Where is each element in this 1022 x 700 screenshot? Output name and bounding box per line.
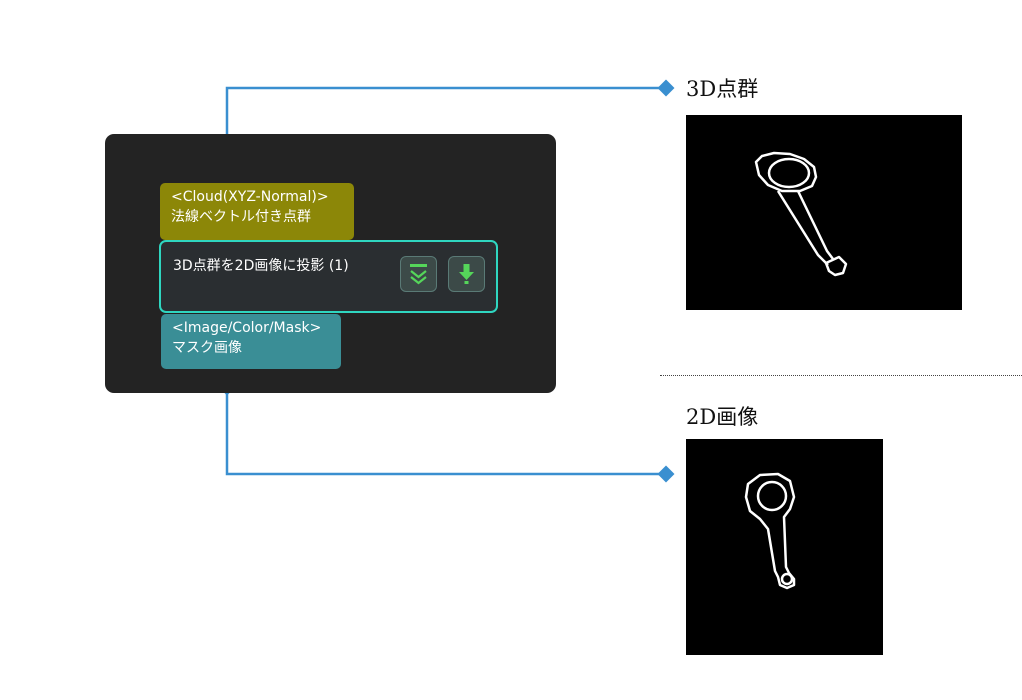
chevrons-down-icon xyxy=(401,257,436,291)
download-arrow-icon xyxy=(449,257,484,291)
output-port-type: <Image/Color/Mask> xyxy=(172,318,330,338)
section-divider xyxy=(660,375,1022,376)
output-port-name: マスク画像 xyxy=(172,338,330,358)
mask-image-preview xyxy=(686,439,883,655)
image-2d-caption: 2D画像 xyxy=(686,401,758,431)
download-button[interactable] xyxy=(448,256,485,292)
input-port-name: 法線ベクトル付き点群 xyxy=(171,207,343,227)
expand-button[interactable] xyxy=(400,256,437,292)
connecting-rod-point-cloud xyxy=(686,115,962,310)
point-cloud-caption: 3D点群 xyxy=(686,73,758,103)
point-cloud-preview xyxy=(686,115,962,310)
output-end-diamond xyxy=(658,466,675,483)
connecting-rod-mask xyxy=(686,439,883,655)
step-title: 3D点群を2D画像に投影 (1) xyxy=(173,257,349,275)
input-end-diamond xyxy=(658,80,675,97)
output-connector xyxy=(219,379,675,483)
input-port[interactable]: <Cloud(XYZ-Normal)> 法線ベクトル付き点群 xyxy=(160,183,354,240)
output-port[interactable]: <Image/Color/Mask> マスク画像 xyxy=(161,314,341,369)
input-port-type: <Cloud(XYZ-Normal)> xyxy=(171,187,343,207)
step-block[interactable]: 3D点群を2D画像に投影 (1) xyxy=(159,240,498,313)
